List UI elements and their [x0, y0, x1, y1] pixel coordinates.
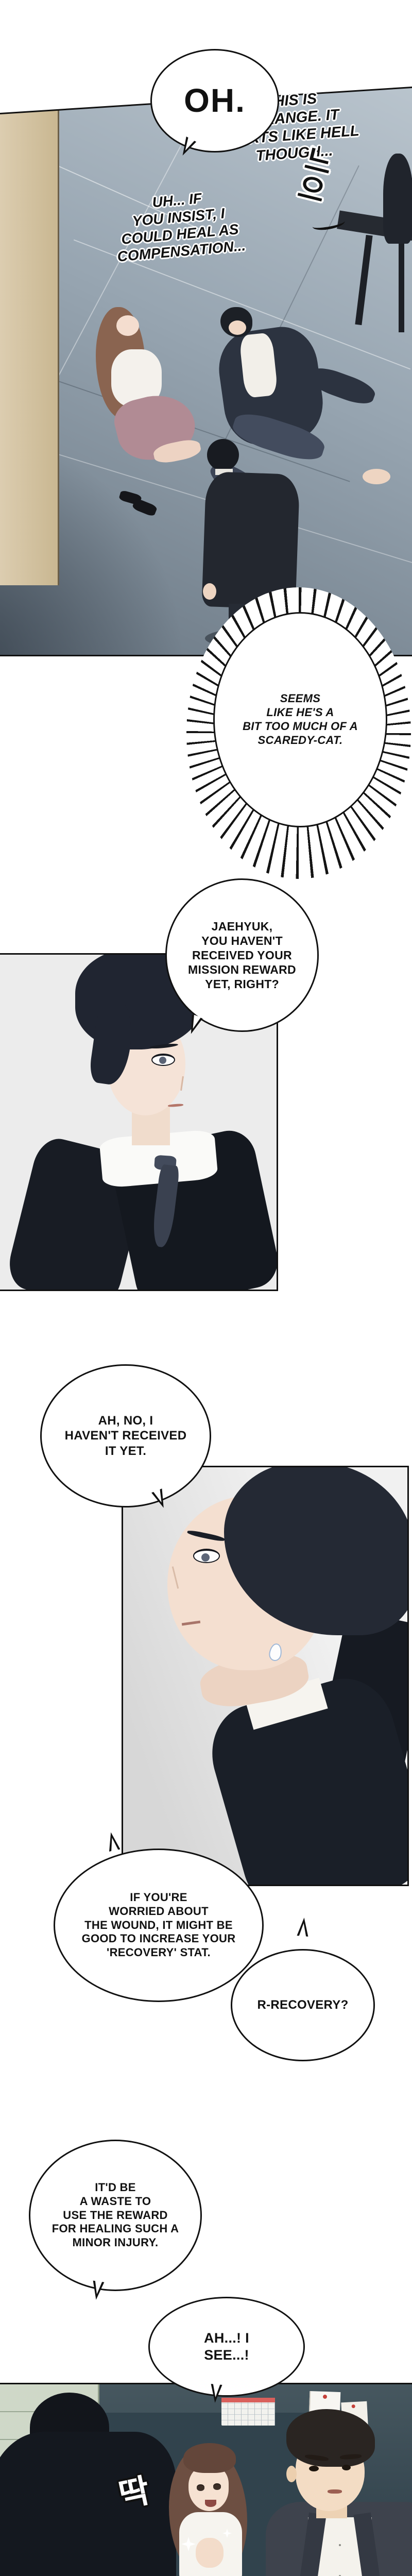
- shirt-button: [339, 2544, 341, 2546]
- office-man-mouth: [328, 2489, 342, 2494]
- background-figure-silhouette: [383, 154, 412, 244]
- speech-text: IT'D BE A WASTE TO USE THE REWARD FOR HE…: [52, 2180, 179, 2249]
- speech-bubble-i-see: AH...! I SEE...!: [148, 2297, 305, 2397]
- speech-bubble-i-see-tail: [209, 2384, 222, 2403]
- office-man-ear: [286, 2466, 297, 2482]
- office-woman-fringe: [183, 2443, 236, 2473]
- speech-text: AH...! I SEE...!: [204, 2330, 249, 2363]
- speech-bubble-not-received: AH, NO, I HAVEN'T RECEIVED IT YET.: [40, 1364, 211, 1507]
- portrait-iris: [159, 1057, 166, 1064]
- notice-seal: [351, 2404, 355, 2409]
- handwritten-heal-offer: UH... IF YOU INSIST, I COULD HEAL AS COM…: [116, 190, 247, 265]
- wall-calendar: [221, 2398, 275, 2426]
- notice-seal: [322, 2394, 328, 2399]
- profile-iris: [201, 1553, 210, 1562]
- office-woman-eye: [213, 2484, 221, 2490]
- sitting-man-face: [229, 320, 246, 335]
- office-man-eye: [342, 2465, 351, 2470]
- panel-1-floor-scene: [0, 88, 412, 656]
- speech-bubble-oh: OH.: [150, 49, 279, 152]
- calendar-grid: [221, 2402, 275, 2426]
- shirt-button: [339, 2575, 341, 2576]
- speech-bubble-r-recovery: R-RECOVERY?: [231, 1949, 375, 2061]
- table-leg: [399, 232, 404, 332]
- portrait-eye: [151, 1054, 175, 1066]
- thought-burst-scaredy-core: SEEMS LIKE HE'S A BIT TOO MUCH OF A SCAR…: [213, 612, 387, 827]
- speech-text: JAEHYUK, YOU HAVEN'T RECEIVED YOUR MISSI…: [188, 919, 296, 991]
- profile-eye: [193, 1549, 220, 1563]
- woman-face: [116, 315, 139, 336]
- speech-bubble-recovery-tip: IF YOU'RE WORRIED ABOUT THE WOUND, IT MI…: [54, 1849, 264, 2002]
- speech-bubble-waste: IT'D BE A WASTE TO USE THE REWARD FOR HE…: [29, 2140, 202, 2291]
- speech-bubble-mission-question: JAEHYUK, YOU HAVEN'T RECEIVED YOUR MISSI…: [165, 878, 319, 1032]
- speech-text: IF YOU'RE WORRIED ABOUT THE WOUND, IT MI…: [81, 1890, 236, 1959]
- office-woman-eye: [197, 2485, 204, 2491]
- office-man-eye: [309, 2466, 319, 2471]
- sitting-man-hand: [363, 469, 390, 484]
- speech-text: OH.: [184, 82, 246, 120]
- speech-text: R-RECOVERY?: [257, 1998, 349, 2012]
- office-woman-smile: [205, 2500, 216, 2507]
- calendar-header: [221, 2398, 275, 2402]
- speech-text: SEEMS LIKE HE'S A BIT TOO MUCH OF A SCAR…: [243, 692, 358, 747]
- office-woman-hands-clasped: [196, 2538, 224, 2568]
- speech-bubble-waste-tail: [90, 2280, 105, 2301]
- wall-door: [0, 106, 59, 585]
- table-leg: [355, 234, 373, 326]
- portrait-mouth: [167, 1103, 184, 1108]
- speech-text: AH, NO, I HAVEN'T RECEIVED IT YET.: [64, 1414, 187, 1458]
- foreground-man-torso: [0, 2432, 176, 2576]
- standing-man-head: [207, 439, 239, 471]
- panel-4-office-scene: [0, 2383, 412, 2576]
- panel-3-worried-profile: [122, 1466, 409, 1886]
- standing-man-hand: [203, 583, 216, 600]
- speech-bubble-recovery-tip-tail: [105, 1831, 121, 1852]
- speech-bubble-r-recovery-tail: [297, 1917, 310, 1937]
